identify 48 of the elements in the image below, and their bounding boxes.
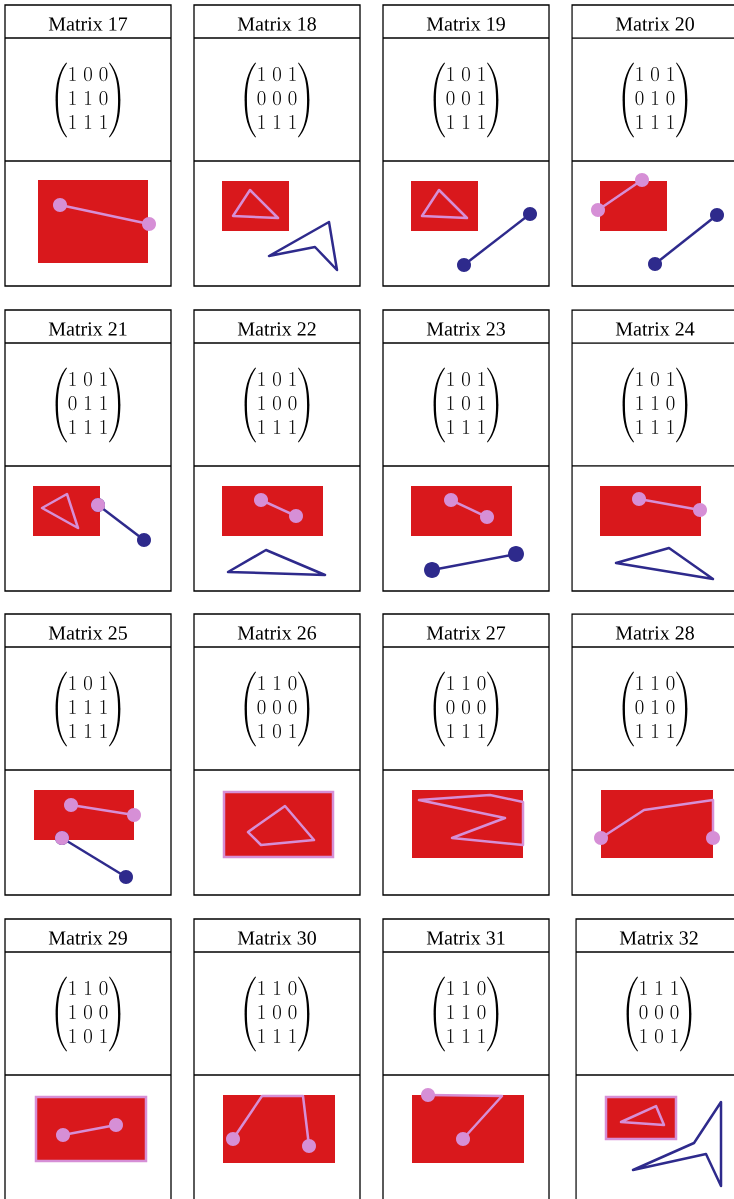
- card-title: Matrix 19: [426, 17, 505, 31]
- card-title: Matrix 26: [237, 626, 317, 640]
- matrix-card: [571, 613, 734, 896]
- matrix: $\begin{pmatrix}1&1&0\\0&1&0\\1&1&1\end{pmatrix}$: [622, 671, 688, 747]
- matrix-card: [382, 309, 550, 592]
- matrix: $\begin{pmatrix}1&1&0\\1&0&0\\1&1&1\end{pmatrix}$: [244, 976, 310, 1052]
- matrix-card: [4, 613, 172, 896]
- card-title: Matrix 22: [237, 322, 316, 336]
- matrix: $\begin{pmatrix}1&0&1\\1&0&0\\1&1&1\end{pmatrix}$: [244, 367, 310, 443]
- card-title: Matrix 24: [615, 322, 695, 336]
- matrix-card: [193, 4, 361, 287]
- matrix: $\begin{pmatrix}1&1&0\\0&0&0\\1&0&1\end{pmatrix}$: [244, 671, 310, 747]
- card-title: Matrix 31: [426, 931, 505, 945]
- matrix: $\begin{pmatrix}1&1&0\\0&0&0\\1&1&1\end{pmatrix}$: [433, 671, 499, 747]
- matrix: $\begin{pmatrix}1&0&1\\0&1&1\\1&1&1\end{pmatrix}$: [55, 367, 121, 443]
- matrix-card: [193, 309, 361, 592]
- matrix: $\begin{pmatrix}1&0&1\\1&0&1\\1&1&1\end{pmatrix}$: [433, 367, 499, 443]
- matrix: $\begin{pmatrix}1&0&1\\0&1&0\\1&1&1\end{pmatrix}$: [622, 62, 688, 138]
- matrix: $\begin{pmatrix}1&0&1\\1&1&1\\1&1&1\end{pmatrix}$: [55, 671, 121, 747]
- matrix-card: [193, 613, 361, 896]
- card-title: Matrix 17: [48, 17, 128, 31]
- card-title: Matrix 23: [426, 322, 505, 336]
- matrix-card: [4, 4, 172, 287]
- card-title: Matrix 27: [426, 626, 506, 640]
- matrix-card: [4, 309, 172, 592]
- matrix: $\begin{pmatrix}1&1&1\\0&0&0\\1&0&1\end{pmatrix}$: [626, 976, 692, 1052]
- card-title: Matrix 30: [237, 931, 316, 945]
- matrix: $\begin{pmatrix}1&0&0\\1&1&0\\1&1&1\end{pmatrix}$: [55, 62, 121, 138]
- matrix-card: [382, 4, 550, 287]
- matrix-card: [382, 918, 550, 1199]
- card-title: Matrix 21: [48, 322, 127, 336]
- matrix-card: [4, 918, 172, 1199]
- card-title: Matrix 20: [615, 17, 694, 31]
- card-title: Matrix 28: [615, 626, 694, 640]
- card-title: Matrix 29: [48, 931, 127, 945]
- card-title: Matrix 18: [237, 17, 316, 31]
- card-title: Matrix 32: [619, 931, 698, 945]
- matrix-card: [571, 4, 734, 287]
- matrix-card: [571, 309, 734, 592]
- matrix-card: [575, 918, 734, 1199]
- matrix-card: [193, 918, 361, 1199]
- matrix: $\begin{pmatrix}1&0&1\\0&0&1\\1&1&1\end{pmatrix}$: [433, 62, 499, 138]
- matrix-card: [382, 613, 550, 896]
- matrix: $\begin{pmatrix}1&0&1\\1&1&0\\1&1&1\end{pmatrix}$: [622, 367, 688, 443]
- card-title: Matrix 25: [48, 626, 127, 640]
- matrix: $\begin{pmatrix}1&1&0\\1&0&0\\1&0&1\end{pmatrix}$: [55, 976, 121, 1052]
- matrix: $\begin{pmatrix}1&0&1\\0&0&0\\1&1&1\end{pmatrix}$: [244, 62, 310, 138]
- matrix: $\begin{pmatrix}1&1&0\\1&1&0\\1&1&1\end{pmatrix}$: [433, 976, 499, 1052]
